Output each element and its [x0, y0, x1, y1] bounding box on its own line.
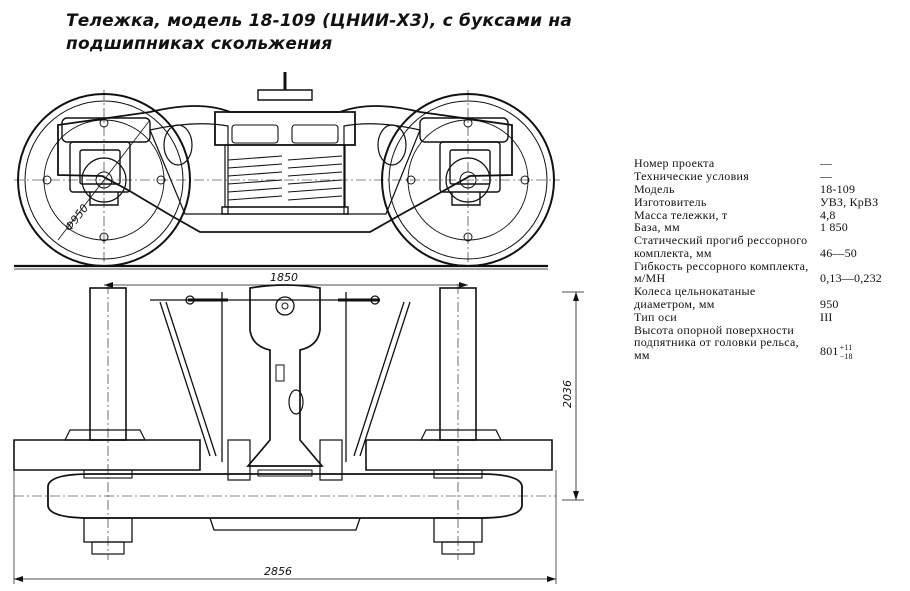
spec-value: 4,8 — [820, 207, 836, 222]
spec-value: УВЗ, КрВЗ — [820, 194, 879, 209]
spec-value: 801+11−18 — [820, 343, 908, 361]
tolerance-upper: +11 — [839, 343, 853, 353]
spec-label: Колеса цельнокатаные диаметром, мм — [634, 284, 756, 311]
spec-row: Модель 18-109 — [634, 183, 908, 196]
spec-label: Модель — [634, 181, 675, 196]
spec-label: Высота опорной поверхности подпятника от… — [634, 322, 799, 362]
spec-row: Номер проекта — — [634, 157, 908, 170]
spec-row: Изготовитель УВЗ, КрВЗ — [634, 196, 908, 209]
right-wheel-plan — [365, 439, 553, 471]
wheel-diameter-label: Ф950 — [62, 202, 91, 234]
brake-linkage — [150, 292, 411, 462]
spec-row: Масса тележки, т 4,8 — [634, 207, 908, 222]
height-dimension: 2036 — [561, 291, 584, 501]
spec-row: Технические условия — — [634, 170, 908, 183]
width-dimension: 2856 — [14, 565, 556, 582]
spec-value: — — [820, 168, 833, 183]
spec-row: Высота опорной поверхности подпятника от… — [634, 322, 908, 362]
spec-value: 18-109 — [820, 181, 856, 196]
spec-label: Масса тележки, т — [634, 207, 728, 222]
tolerance-lower: −18 — [839, 352, 853, 362]
side-view: Ф950 — [14, 72, 560, 270]
spec-value: 1 850 — [820, 220, 848, 235]
left-axle-box — [61, 117, 151, 206]
spec-row: База, мм 1 850 — [634, 221, 908, 234]
side-frame — [57, 105, 513, 233]
spec-row: Статический прогиб рессорного комплекта,… — [634, 234, 908, 259]
spec-label: Тип оси — [634, 309, 678, 324]
spec-value: III — [820, 309, 833, 324]
spec-list: Номер проекта—Технические условия—Модель… — [634, 157, 908, 362]
spec-label: База, мм — [634, 220, 680, 235]
spec-value: 0,13—0,232 — [820, 271, 882, 286]
spec-label: Технические условия — [634, 168, 750, 183]
spec-label: Номер проекта — [634, 156, 715, 170]
side-frame-plan — [47, 473, 523, 519]
spec-row: Гибкость рессорного комплекта, м/МН 0,13—… — [634, 258, 908, 286]
spec-value: 950 — [820, 296, 839, 311]
spec-label: Изготовитель — [634, 194, 707, 209]
height-dimension-label: 2036 — [561, 380, 574, 408]
width-dimension-label: 2856 — [264, 565, 292, 578]
plan-view — [13, 284, 557, 584]
left-wheel-plan — [13, 439, 201, 471]
drawing-title: Тележка, модель 18-109 (ЦНИИ-Х3), с букс… — [66, 11, 573, 54]
spec-row: Тип оси III — [634, 311, 908, 324]
wheel-diameter-dim-line — [57, 119, 151, 241]
bolster-plan — [209, 284, 361, 531]
spec-label: Гибкость рессорного комплекта, м/МН — [634, 258, 809, 286]
bolster-spring-set — [214, 72, 356, 215]
spec-value: 46—50 — [820, 245, 857, 260]
spec-value-base: 801 — [820, 344, 839, 359]
spec-row: Колеса цельнокатаные диаметром, мм 950 — [634, 285, 908, 310]
spec-value: — — [820, 156, 833, 170]
spec-label: Статический прогиб рессорного комплекта,… — [634, 233, 808, 260]
right-axle-box — [419, 117, 509, 206]
base-dimension-label: 1850 — [270, 271, 298, 284]
